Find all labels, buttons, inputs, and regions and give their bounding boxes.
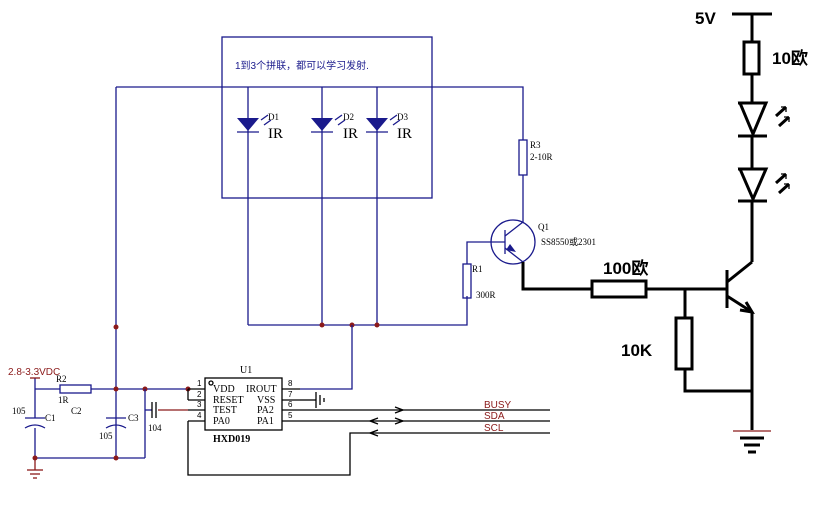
- pin-4-name: PA0: [213, 416, 230, 427]
- scl-arrow-icon: [368, 429, 379, 437]
- pin-7-num: 7: [288, 390, 293, 399]
- pin-3-num: 3: [197, 400, 202, 409]
- resistor-10k: [674, 316, 694, 371]
- r-pull-value: 10K: [621, 341, 653, 360]
- d3-type: IR: [397, 126, 412, 142]
- ir-led-2: [737, 167, 791, 203]
- resistor-r1: [462, 263, 472, 299]
- r2-ref: R2: [56, 374, 67, 384]
- pin-5-name: PA1: [257, 416, 274, 427]
- pin-6-name: PA2: [257, 405, 274, 416]
- ground-icon: [733, 430, 771, 454]
- q1-collector-wire: [521, 262, 592, 291]
- junction-dot: [113, 455, 119, 461]
- q1-value: SS8550或2301: [541, 236, 596, 247]
- supply-label: 2.8-3.3VDC: [8, 367, 60, 378]
- c104-value: 104: [148, 423, 162, 433]
- pin-7-name: VSS: [257, 395, 275, 406]
- c1-ref: C1: [45, 413, 56, 423]
- junction-dot: [319, 322, 325, 328]
- top-rail-wire: [116, 86, 524, 140]
- r1-ref: R1: [472, 264, 483, 274]
- pin-1-num: 1: [197, 379, 202, 388]
- d2-ref: D2: [343, 112, 354, 122]
- c2-ref: C2: [71, 406, 82, 416]
- led-array-box: [221, 36, 433, 199]
- vcc-label: 5V: [695, 9, 716, 28]
- d1-type: IR: [268, 126, 283, 142]
- c3-value: 105: [99, 431, 113, 441]
- led-d2: [311, 87, 346, 325]
- r-base-value: 100欧: [603, 258, 648, 278]
- resistor-10ohm: [742, 40, 761, 76]
- chip-u1: [204, 377, 283, 431]
- npn-transistor: [725, 260, 755, 315]
- r3-ref: R3: [530, 140, 541, 150]
- irout-wire: [300, 325, 353, 390]
- pin-8-name: IROUT: [246, 384, 277, 395]
- sda-arrow-icon: [394, 417, 405, 425]
- resistor-r3: [518, 139, 528, 176]
- c3-ref: C3: [128, 413, 139, 423]
- pin-1-name: VDD: [213, 384, 235, 395]
- pin-2-name: RESET: [213, 395, 244, 406]
- scl-net-wire: [187, 421, 550, 476]
- pulldown-gnd-wire: [683, 369, 752, 393]
- array-note: 1到3个拼联，都可以学习发射.: [235, 59, 369, 72]
- junction-dot: [374, 322, 380, 328]
- d3-ref: D3: [397, 112, 408, 122]
- pin-5-num: 5: [288, 411, 293, 420]
- sda-arrow-left-icon: [368, 417, 379, 425]
- net-sda: SDA: [484, 411, 505, 422]
- r2-value: 1R: [58, 395, 69, 405]
- junction-dot: [113, 324, 119, 330]
- d2-type: IR: [343, 126, 358, 142]
- r-top-value: 10欧: [772, 48, 808, 68]
- net-scl: SCL: [484, 423, 504, 434]
- pin-8-num: 8: [288, 379, 293, 388]
- capacitor-c1: [24, 417, 46, 458]
- pin-3-name: TEST: [213, 405, 237, 416]
- pin1-marker: [208, 380, 214, 386]
- led-d3: [366, 87, 401, 325]
- led-d1: [237, 87, 272, 325]
- ir-led-1: [737, 101, 791, 138]
- resistor-100ohm: [590, 279, 648, 299]
- resistor-r2: [59, 384, 92, 394]
- pin-4-num: 4: [197, 411, 202, 420]
- pin-2-num: 2: [197, 390, 202, 399]
- pin-6-num: 6: [288, 400, 293, 409]
- q1-ref: Q1: [538, 222, 549, 232]
- capacitor-c3: [105, 417, 127, 429]
- ground-icon: [27, 469, 43, 479]
- r3-value: 2-10R: [530, 152, 553, 162]
- junction-dot: [113, 386, 119, 392]
- r1-value: 300R: [476, 290, 496, 300]
- u1-ref: U1: [240, 365, 252, 376]
- ground-icon: [315, 392, 325, 408]
- c1-value: 105: [12, 406, 26, 416]
- u1-part: HXD019: [213, 434, 250, 445]
- transistor-q1: [466, 219, 536, 265]
- d1-ref: D1: [268, 112, 279, 122]
- led-bottom-rail: [248, 296, 468, 326]
- busy-arrow-icon: [394, 406, 405, 414]
- net-busy: BUSY: [484, 400, 512, 411]
